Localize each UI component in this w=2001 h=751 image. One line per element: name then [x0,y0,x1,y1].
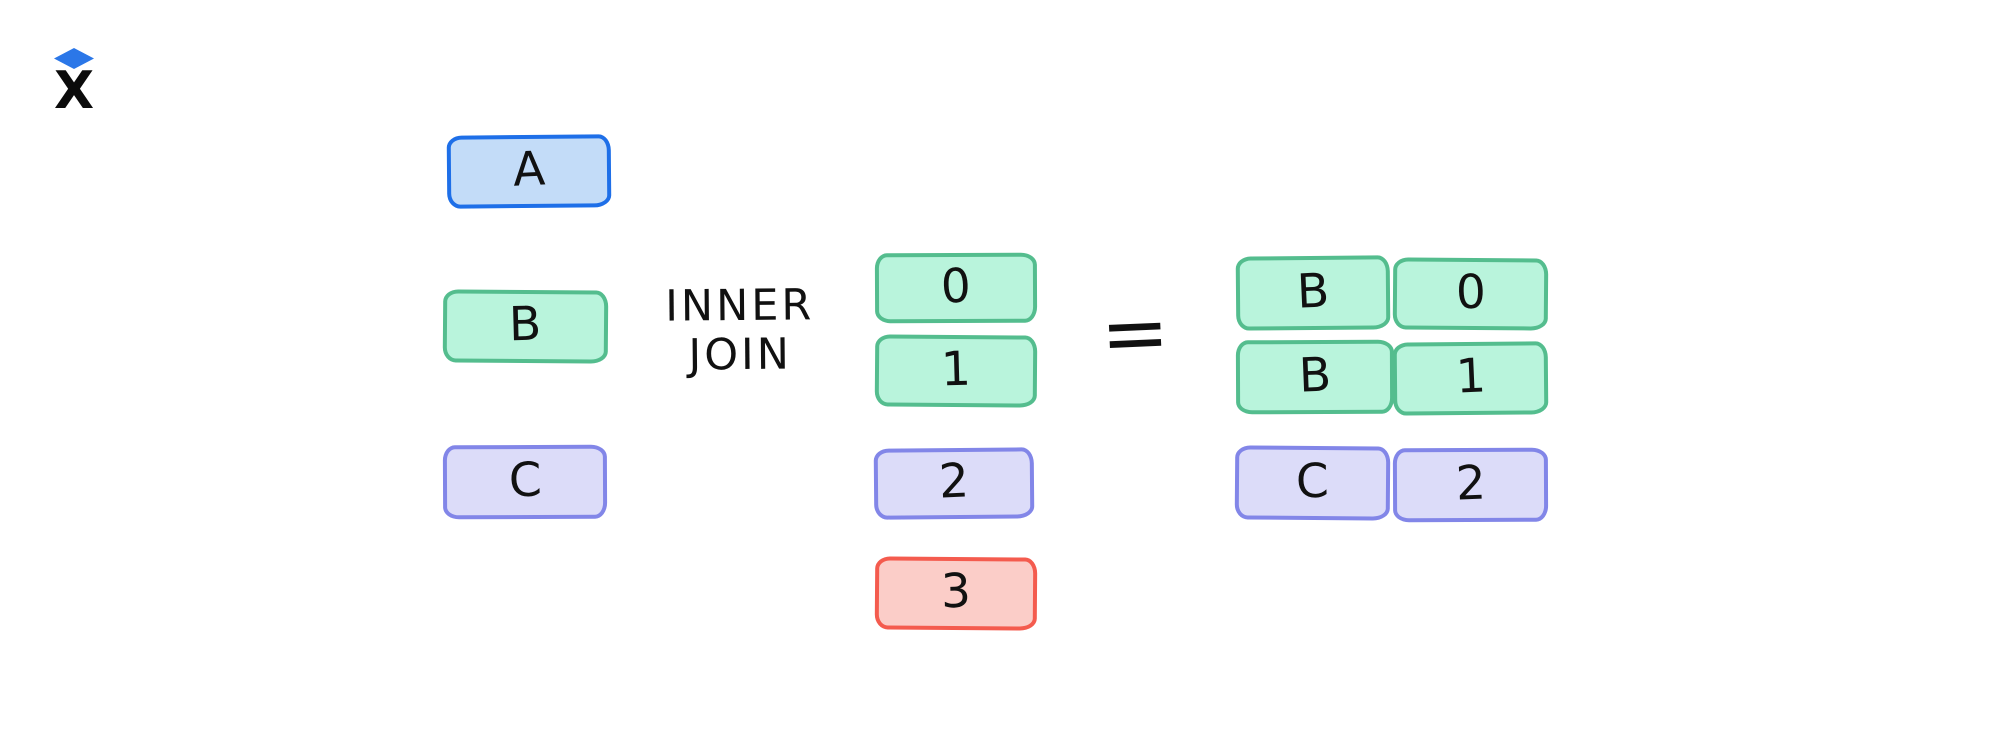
operator-line-2: JOIN [688,329,793,381]
result-row-1-value: 1 [1392,341,1549,416]
cell-label: A [511,141,547,198]
cell-label: B [1295,262,1331,320]
cell-label: 0 [1454,264,1487,320]
right-table-row-0: 0 [874,252,1038,324]
x-logo: X [54,48,94,114]
left-table-row-a: A [446,134,612,209]
cell-label: 3 [940,563,972,620]
result-row-2-value: 2 [1392,447,1549,523]
cell-label: 2 [937,453,971,510]
result-row-0-key: B [1235,255,1391,331]
cell-label: C [1295,453,1330,509]
result-row-1-key: B [1235,339,1395,415]
logo-diamond-icon [54,48,94,69]
cell-label: B [508,296,543,353]
right-table-row-1: 1 [874,334,1038,408]
cell-label: 1 [940,341,972,397]
cell-label: C [507,451,543,509]
cell-label: 1 [1454,348,1487,405]
left-table-row-c: C [442,444,608,520]
right-table-row-3: 3 [874,556,1038,631]
operator-label: INNER JOIN [638,280,843,381]
logo-letter: X [54,61,94,114]
cell-label: B [1297,346,1333,404]
left-table-row-b: B [442,289,609,364]
right-table-row-2: 2 [873,447,1035,520]
operator-line-1: INNER [665,280,815,332]
cell-label: 0 [939,257,972,315]
cell-label: 2 [1454,454,1487,512]
result-row-0-value: 0 [1392,257,1549,331]
equals-sign: = [1098,284,1172,382]
result-row-2-key: C [1234,445,1391,521]
